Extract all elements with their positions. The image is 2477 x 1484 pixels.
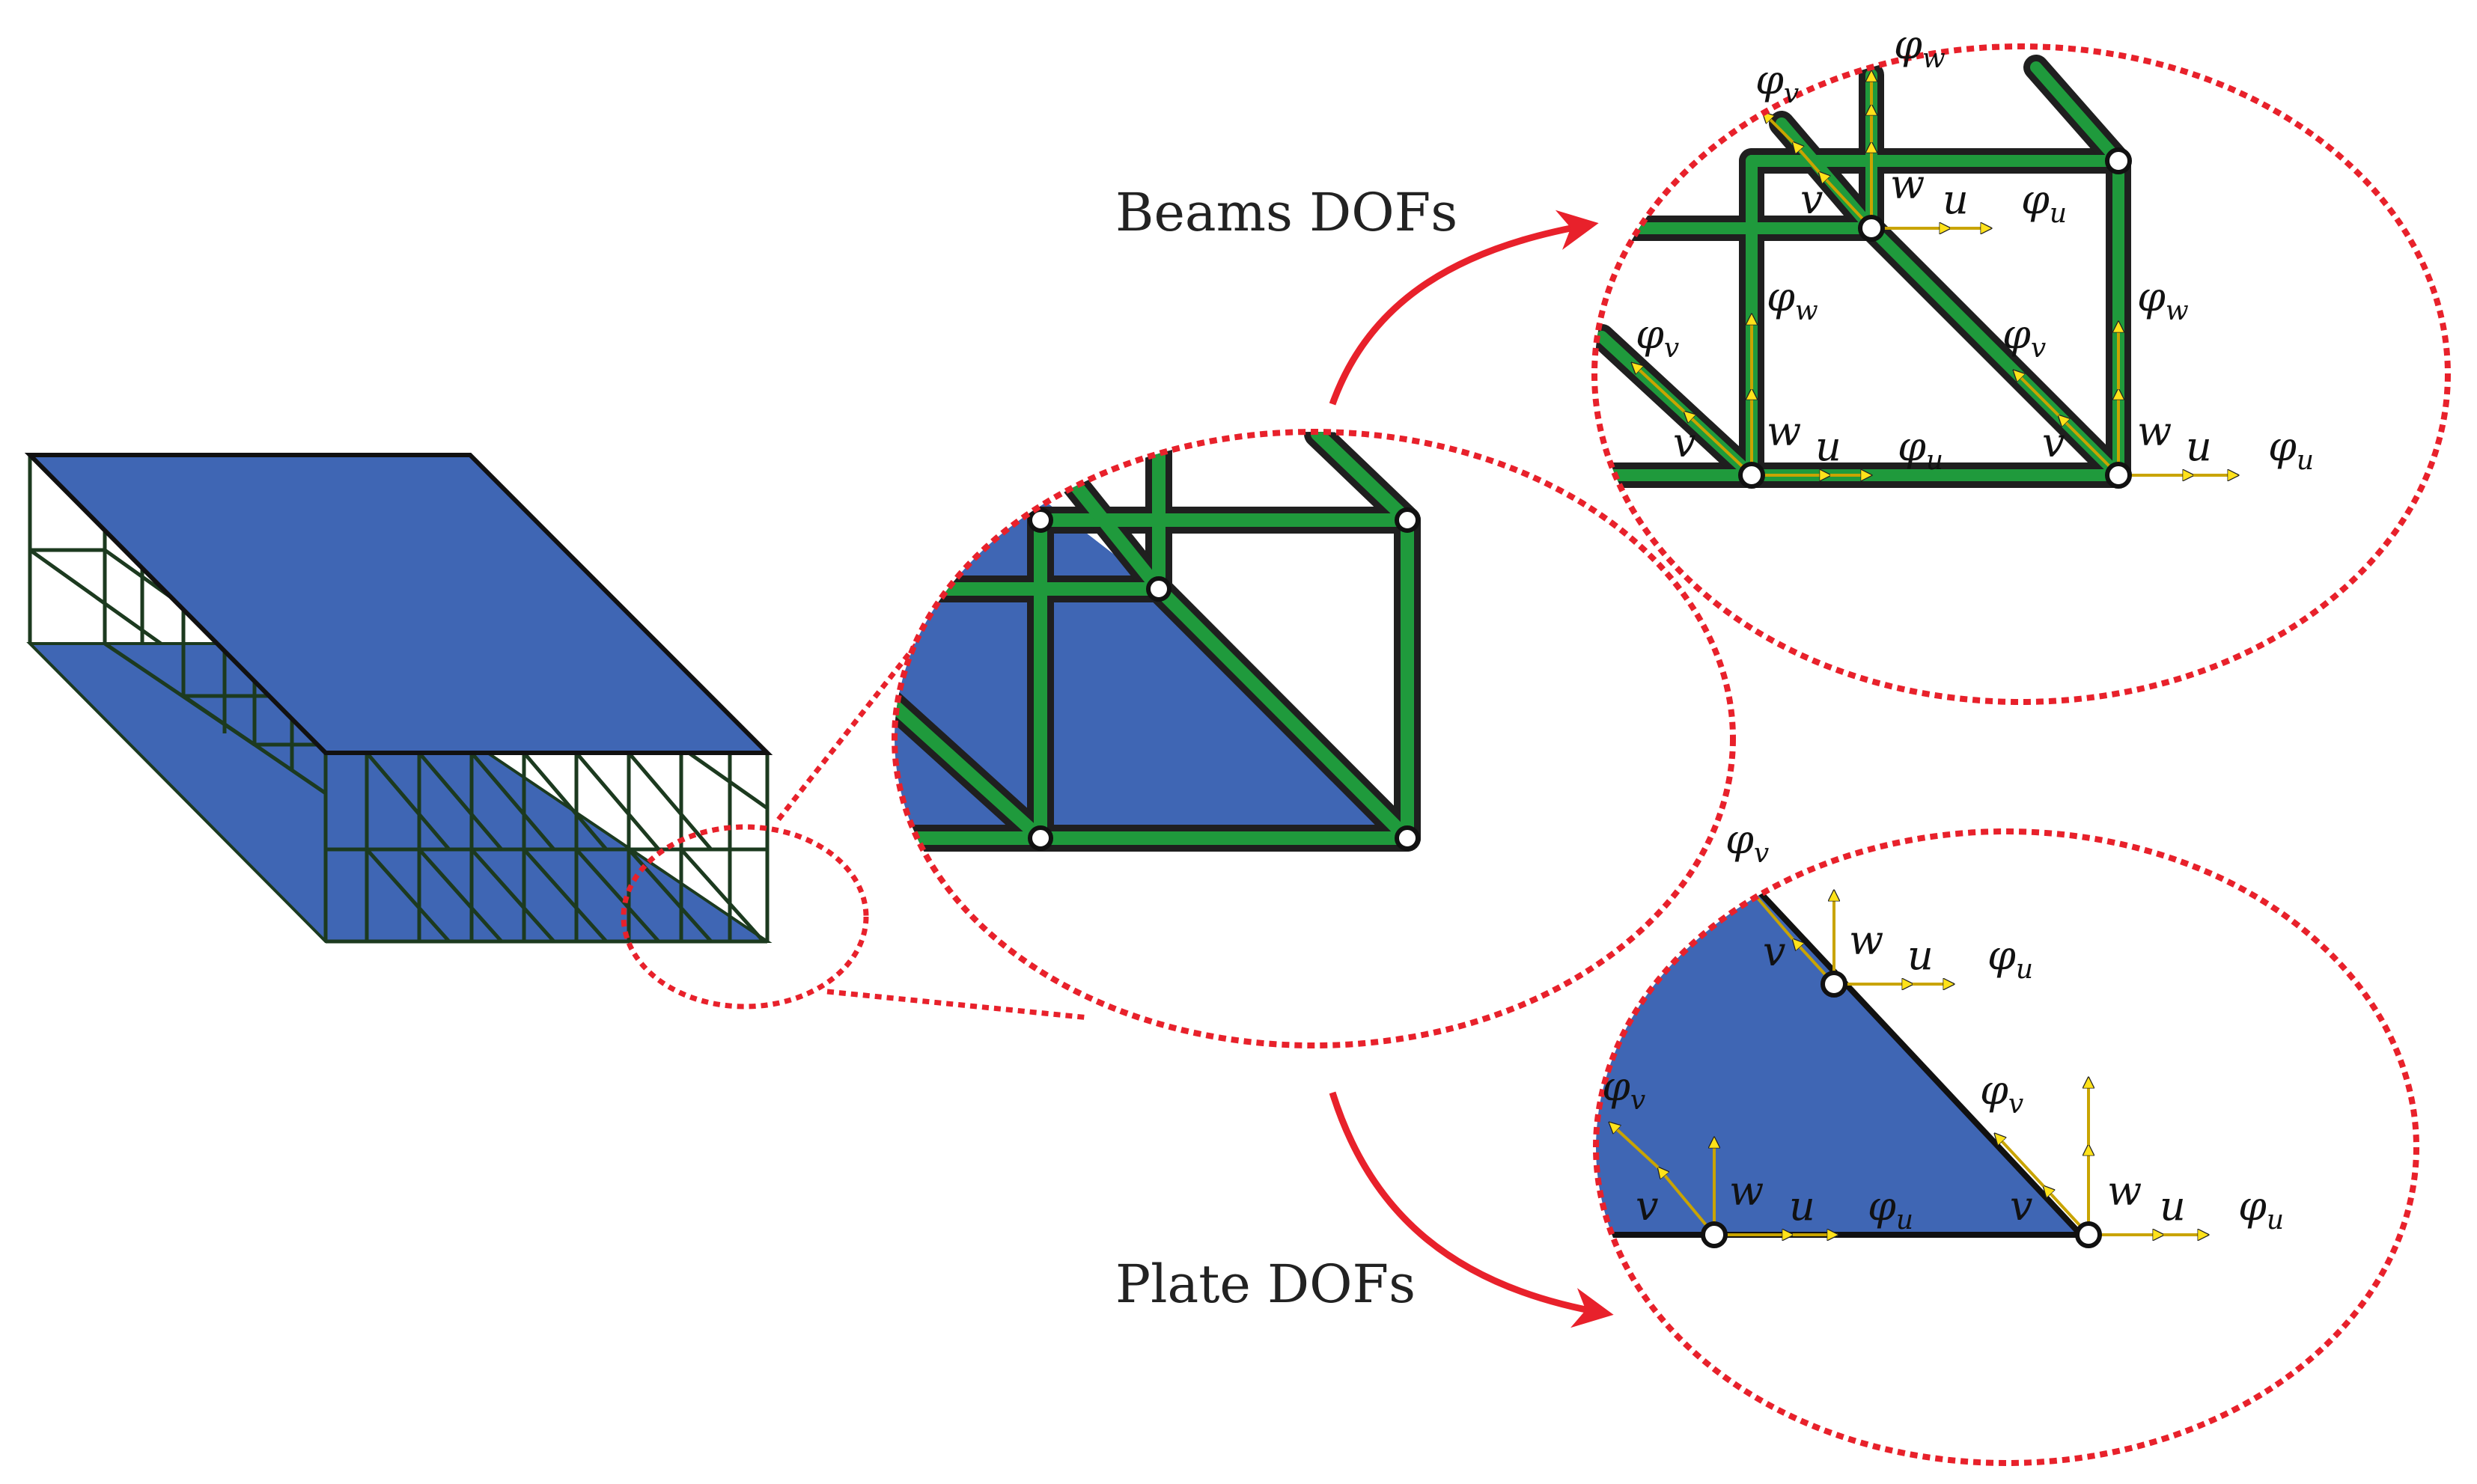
label-phi-v-left: φv: [1636, 311, 1679, 364]
arrow-to-beams: [1329, 210, 1599, 406]
plate-triangle: [1596, 876, 2081, 1235]
label-phi-u-plate-right: φu: [2238, 1182, 2284, 1236]
label-phi-v-plate-left: φv: [1602, 1063, 1645, 1116]
label-phi-w-right: φw: [2137, 273, 2189, 326]
plate-nodes: [1701, 971, 2102, 1248]
label-w-plate-top: w: [1849, 917, 1883, 964]
label-phi-u-plate-left: φu: [1868, 1182, 1913, 1236]
label-phi-v-top: φv: [1755, 56, 1799, 109]
top-nodes: [1738, 147, 2132, 489]
zoom-callout-small: [621, 641, 1090, 1021]
label-u-top: u: [1943, 176, 1969, 223]
beams-ellipse: [1591, 43, 2451, 705]
label-v-plate-right: v: [2010, 1182, 2033, 1230]
top-symbols: φw φv v w u φu φw φv v w u φu φw φv v w …: [1636, 21, 2314, 476]
label-u-plate-top: u: [1907, 932, 1934, 979]
top-beams: [1594, 55, 2131, 488]
label-phi-u-top: φu: [2021, 176, 2067, 229]
label-v-right: v: [2042, 419, 2065, 466]
label-phi-v-right: φv: [2002, 311, 2046, 364]
label-v-plate-top: v: [1763, 928, 1786, 975]
label-phi-u-right: φu: [2268, 423, 2314, 476]
top-dof-arrows: [1632, 105, 2238, 475]
plate-ellipse: [1593, 828, 2419, 1466]
top-plate: [24, 453, 773, 755]
plate-dof-arrows: [1609, 887, 2208, 1235]
plate-symbols: φv v w u φu φv v w u φu φv v w u φu: [1602, 816, 2284, 1236]
label-phi-v-plate-top: φv: [1725, 816, 1769, 869]
plate-dofs-caption: Plate DOFs: [1115, 1254, 1416, 1315]
label-u-right: u: [2186, 423, 2212, 470]
label-u-plate-left: u: [1789, 1182, 1815, 1230]
label-w-top: w: [1890, 161, 1925, 208]
label-w-plate-right: w: [2107, 1167, 2142, 1215]
mid-nodes: [1028, 507, 1420, 851]
label-phi-u-left: φu: [1898, 423, 1943, 476]
label-w-right: w: [2137, 408, 2172, 455]
mid-ellipse: [892, 429, 1736, 1048]
label-u-left: u: [1815, 423, 1841, 470]
label-phi-u-plate-top: φu: [1987, 932, 2033, 985]
label-v-left: v: [1673, 419, 1696, 466]
label-phi-w-top: φw: [1894, 21, 1946, 74]
label-v-plate-left: v: [1636, 1182, 1659, 1230]
label-v-top: v: [1800, 176, 1824, 223]
label-phi-w-left: φw: [1767, 273, 1818, 326]
zoom-plate: φv v w u φu φv v w u φu φv v w u φu: [1593, 816, 2419, 1466]
label-w-left: w: [1767, 408, 1801, 455]
zoom-middle: [892, 429, 1736, 1048]
label-w-plate-left: w: [1729, 1167, 1764, 1215]
label-phi-v-plate-right: φv: [1980, 1066, 2023, 1120]
beams-dofs-caption: Beams DOFs: [1115, 182, 1457, 243]
zoom-beams: φw φv v w u φu φw φv v w u φu φw φv v w …: [1591, 21, 2451, 705]
mid-beams: [895, 432, 1421, 852]
arrow-to-plate: [1329, 1091, 1614, 1328]
structure-3d: [24, 453, 773, 944]
red-pointer-arrows: [1329, 210, 1614, 1328]
label-u-plate-right: u: [2160, 1182, 2186, 1230]
